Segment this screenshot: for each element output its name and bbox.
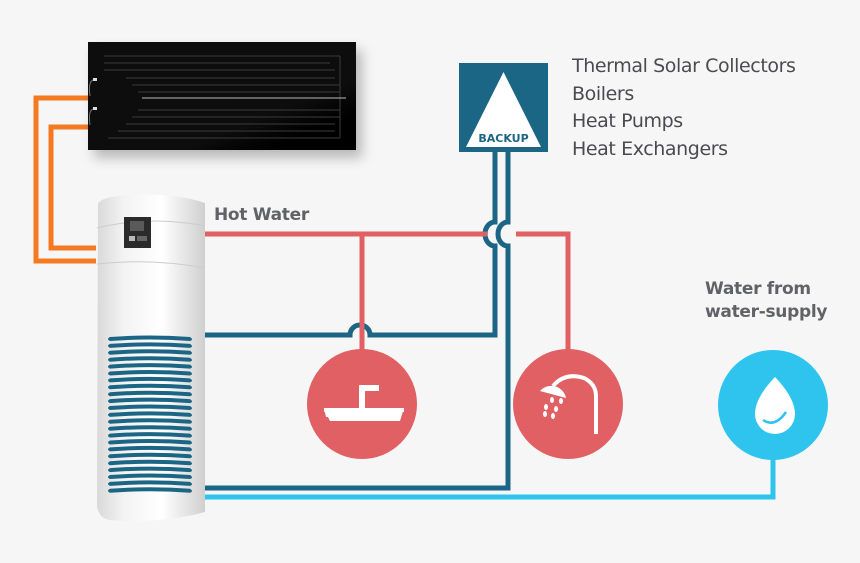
backup-source-item: Boilers	[572, 82, 634, 105]
backup-label: BACKUP	[478, 132, 528, 145]
shower-icon[interactable]	[513, 349, 623, 459]
water-supply-label: Water from water-supply	[705, 278, 827, 324]
water-drop-icon[interactable]	[718, 350, 828, 460]
hot-water-pipes	[205, 231, 571, 350]
backup-source-item: Heat Exchangers	[572, 137, 728, 160]
hot-water-label: Hot Water	[214, 205, 309, 225]
heat-pump-water-heater	[96, 194, 206, 521]
backup-pipes	[205, 150, 511, 491]
backup-source-item: Thermal Solar Collectors	[572, 55, 796, 77]
heat-exchanger-coil	[108, 335, 192, 493]
sink-faucet-icon[interactable]	[307, 349, 417, 459]
water-supply-label-line2: water-supply	[705, 302, 828, 322]
cold-supply-pipe	[205, 455, 776, 500]
backup-heater: BACKUP	[459, 63, 548, 152]
water-supply-label-line1: Water from	[705, 279, 811, 299]
backup-sources-list: Thermal Solar Collectors Boilers Heat Pu…	[572, 53, 796, 163]
solar-collector-panel	[88, 42, 356, 150]
backup-source-item: Heat Pumps	[572, 110, 683, 132]
solar-pipes	[33, 95, 96, 264]
